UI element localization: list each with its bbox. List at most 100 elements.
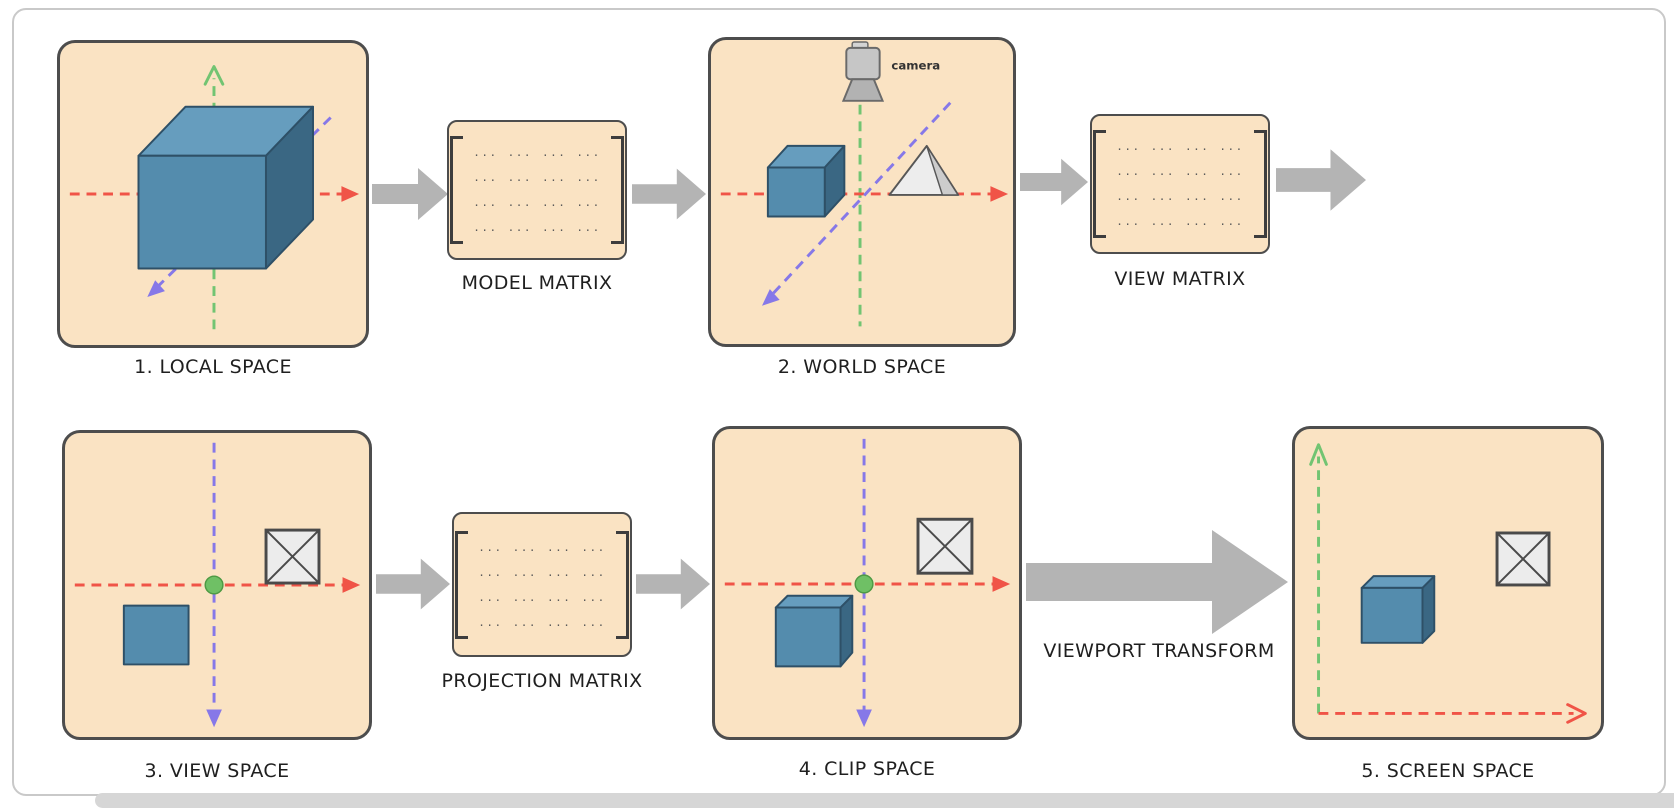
view-space-label: 3. VIEW SPACE (144, 760, 290, 782)
origin-dot-icon (854, 574, 874, 594)
screen-cube-icon (1360, 575, 1436, 644)
clip-crossed-box-icon (916, 517, 974, 575)
matrix-cell: ... (542, 196, 567, 209)
clip-cube-icon (774, 594, 854, 668)
matrix-cell: ... (478, 590, 503, 604)
view-square-icon (122, 604, 190, 666)
matrix-cell: ... (581, 615, 606, 629)
matrix-cell: ... (478, 540, 503, 554)
matrix-cell: ... (1150, 165, 1175, 178)
matrix-cell: ... (473, 171, 498, 184)
matrix-cell: ... (473, 221, 498, 234)
arrow-world-to-view-matrix-icon (1020, 156, 1088, 208)
matrix-cell: ... (507, 196, 532, 209)
matrix-cell: ... (1185, 165, 1210, 178)
panel-local-space (57, 40, 369, 348)
matrix-cell: ... (507, 221, 532, 234)
matrix-cell: ... (473, 146, 498, 159)
projection-matrix-box: ........................................… (452, 512, 632, 657)
model-matrix-label: MODEL MATRIX (461, 272, 613, 294)
matrix-bracket-right-icon (610, 136, 624, 244)
matrix-cell: ... (542, 221, 567, 234)
matrix-cell: ... (512, 615, 537, 629)
matrix-cell: ... (507, 171, 532, 184)
matrix-cell: ... (1150, 215, 1175, 228)
matrix-cell: ... (542, 146, 567, 159)
matrix-cell: ... (1116, 140, 1141, 153)
matrix-bracket-left-icon (455, 530, 469, 639)
arrow-local-to-model-icon (372, 168, 448, 220)
matrix-cell: ... (547, 540, 572, 554)
matrix-cell: ... (478, 565, 503, 579)
matrix-bracket-left-icon (1093, 130, 1107, 238)
matrix-cell: ... (547, 565, 572, 579)
matrix-cell: ... (1219, 190, 1244, 203)
view-matrix-box: ........................................… (1090, 114, 1270, 254)
matrix-cell: ... (576, 196, 601, 209)
matrix-cell: ... (576, 146, 601, 159)
matrix-cell: ... (1185, 215, 1210, 228)
arrow-view-to-projection-icon (376, 558, 450, 610)
matrix-dots: ........................................… (478, 542, 606, 628)
arrow-view-matrix-out-icon (1276, 148, 1366, 212)
diagram-card: 1. LOCAL SPACE .........................… (12, 8, 1666, 796)
matrix-cell: ... (507, 146, 532, 159)
matrix-bracket-right-icon (615, 530, 629, 639)
screen-x-axis-red-icon (1318, 703, 1587, 724)
matrix-cell: ... (512, 565, 537, 579)
screen-crossed-box-icon (1495, 531, 1551, 587)
matrix-cell: ... (547, 590, 572, 604)
matrix-cell: ... (581, 565, 606, 579)
arrow-viewport-transform-icon (1026, 530, 1288, 634)
matrix-cell: ... (1116, 165, 1141, 178)
clip-space-label: 4. CLIP SPACE (798, 758, 936, 780)
matrix-cell: ... (547, 615, 572, 629)
matrix-cell: ... (1116, 190, 1141, 203)
matrix-cell: ... (1185, 190, 1210, 203)
panel-world-space: camera (708, 37, 1016, 347)
arrow-model-to-world-icon (632, 168, 706, 220)
matrix-cell: ... (1185, 140, 1210, 153)
matrix-cell: ... (581, 590, 606, 604)
matrix-cell: ... (478, 615, 503, 629)
matrix-bracket-left-icon (450, 136, 464, 244)
matrix-cell: ... (512, 540, 537, 554)
world-pyramid-icon (888, 144, 960, 196)
screen-y-axis-green-icon (1309, 443, 1328, 714)
horizontal-scrollbar[interactable] (95, 793, 1674, 808)
matrix-cell: ... (1116, 215, 1141, 228)
matrix-cell: ... (1219, 140, 1244, 153)
matrix-cell: ... (1150, 140, 1175, 153)
world-x-axis-red-icon (720, 186, 1009, 202)
model-matrix-box: ........................................… (447, 120, 627, 260)
matrix-dots: ........................................… (473, 147, 601, 233)
matrix-dots: ........................................… (1116, 141, 1244, 227)
local-space-label: 1. LOCAL SPACE (134, 356, 292, 378)
origin-dot-icon (204, 575, 224, 595)
viewport-transform-label: VIEWPORT TRANSFORM (1043, 640, 1275, 662)
matrix-cell: ... (542, 171, 567, 184)
matrix-cell: ... (1219, 165, 1244, 178)
world-space-label: 2. WORLD SPACE (777, 356, 947, 378)
panel-view-space (62, 430, 372, 740)
matrix-cell: ... (1219, 215, 1244, 228)
projection-matrix-label: PROJECTION MATRIX (441, 670, 643, 692)
arrow-projection-to-clip-icon (636, 558, 710, 610)
matrix-cell: ... (576, 221, 601, 234)
world-z-axis-purple-icon (761, 101, 952, 306)
camera-label: camera (891, 58, 940, 72)
panel-screen-space (1292, 426, 1604, 740)
panel-clip-space (712, 426, 1022, 740)
view-matrix-label: VIEW MATRIX (1114, 268, 1246, 290)
matrix-cell: ... (581, 540, 606, 554)
view-crossed-box-icon (264, 528, 321, 585)
matrix-cell: ... (576, 171, 601, 184)
local-cube-icon (137, 105, 314, 270)
matrix-cell: ... (512, 590, 537, 604)
matrix-cell: ... (1150, 190, 1175, 203)
world-cube-icon (766, 144, 846, 218)
camera-icon (841, 41, 885, 102)
screen-space-label: 5. SCREEN SPACE (1361, 760, 1535, 782)
matrix-cell: ... (473, 196, 498, 209)
matrix-bracket-right-icon (1253, 130, 1267, 238)
